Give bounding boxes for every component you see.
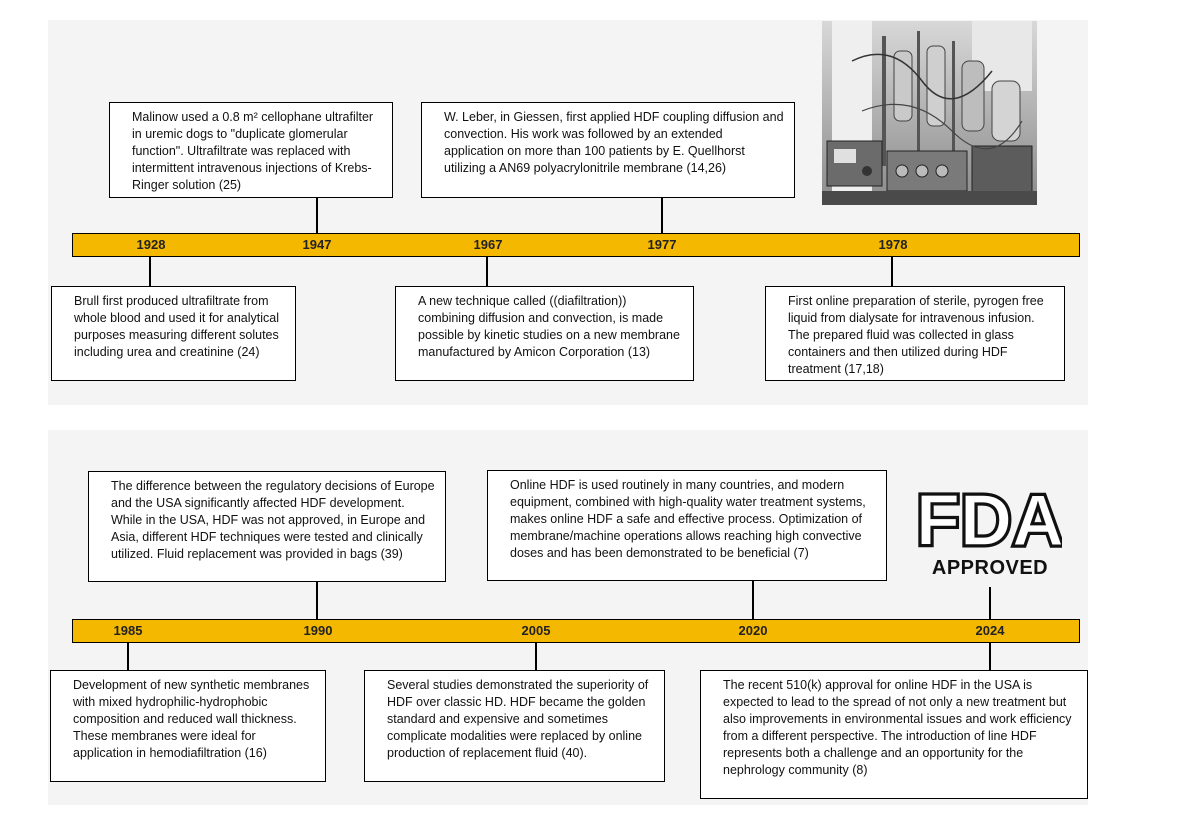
event-box-1978: First online preparation of sterile, pyr…: [765, 286, 1065, 381]
connector-2005: [535, 643, 537, 670]
event-box-2005: Several studies demonstrated the superio…: [364, 670, 665, 782]
fda-wordmark-icon: FDA FDA: [918, 485, 1062, 555]
event-text-2024: The recent 510(k) approval for online HD…: [723, 678, 1072, 777]
event-text-1947: Malinow used a 0.8 m² cellophane ultrafi…: [132, 110, 373, 192]
connector-2024-below: [989, 643, 991, 670]
connector-1928: [149, 257, 151, 286]
event-text-1978: First online preparation of sterile, pyr…: [788, 294, 1044, 376]
connector-1990: [316, 582, 318, 619]
event-box-1977: W. Leber, in Giessen, first applied HDF …: [421, 102, 795, 198]
event-text-2005: Several studies demonstrated the superio…: [387, 678, 648, 760]
event-text-1977: W. Leber, in Giessen, first applied HDF …: [444, 110, 784, 175]
connector-2020: [752, 581, 754, 619]
event-box-2020: Online HDF is used routinely in many cou…: [487, 470, 887, 581]
connector-1978: [891, 257, 893, 286]
event-text-1928: Brull first produced ultrafiltrate from …: [74, 294, 279, 359]
event-text-1990: The difference between the regulatory de…: [111, 479, 435, 561]
connector-1985: [127, 643, 129, 670]
year-label-1947: 1947: [303, 233, 332, 257]
connector-1977: [661, 198, 663, 233]
year-label-1985: 1985: [114, 619, 143, 643]
connector-2024: [989, 587, 991, 619]
event-text-1985: Development of new synthetic membranes w…: [73, 678, 309, 760]
event-box-2024: The recent 510(k) approval for online HD…: [700, 670, 1088, 799]
event-box-1928: Brull first produced ultrafiltrate from …: [51, 286, 296, 381]
year-label-2005: 2005: [522, 619, 551, 643]
year-label-2024: 2024: [976, 619, 1005, 643]
connector-1947: [316, 198, 318, 233]
event-box-1967: A new technique called ((diafiltration))…: [395, 286, 694, 381]
event-text-1967: A new technique called ((diafiltration))…: [418, 294, 680, 359]
year-label-1978: 1978: [879, 233, 908, 257]
event-text-2020: Online HDF is used routinely in many cou…: [510, 478, 866, 560]
event-box-1990: The difference between the regulatory de…: [88, 471, 446, 582]
year-label-1977: 1977: [648, 233, 677, 257]
year-label-1967: 1967: [474, 233, 503, 257]
year-label-1990: 1990: [304, 619, 333, 643]
fda-approved-logo: FDA FDA APPROVED: [918, 485, 1062, 581]
fda-wordmark-inner: FDA: [918, 485, 1062, 555]
event-box-1985: Development of new synthetic membranes w…: [50, 670, 326, 782]
hdf-machine-illustration: [822, 21, 1037, 205]
hdf-machine-photo: [822, 21, 1037, 205]
year-label-2020: 2020: [739, 619, 768, 643]
bottom-timeline-bar: [72, 619, 1080, 643]
connector-1967: [486, 257, 488, 286]
fda-approved-caption: APPROVED: [918, 557, 1062, 580]
year-label-1928: 1928: [137, 233, 166, 257]
top-timeline-bar: [72, 233, 1080, 257]
event-box-1947: Malinow used a 0.8 m² cellophane ultrafi…: [109, 102, 393, 198]
